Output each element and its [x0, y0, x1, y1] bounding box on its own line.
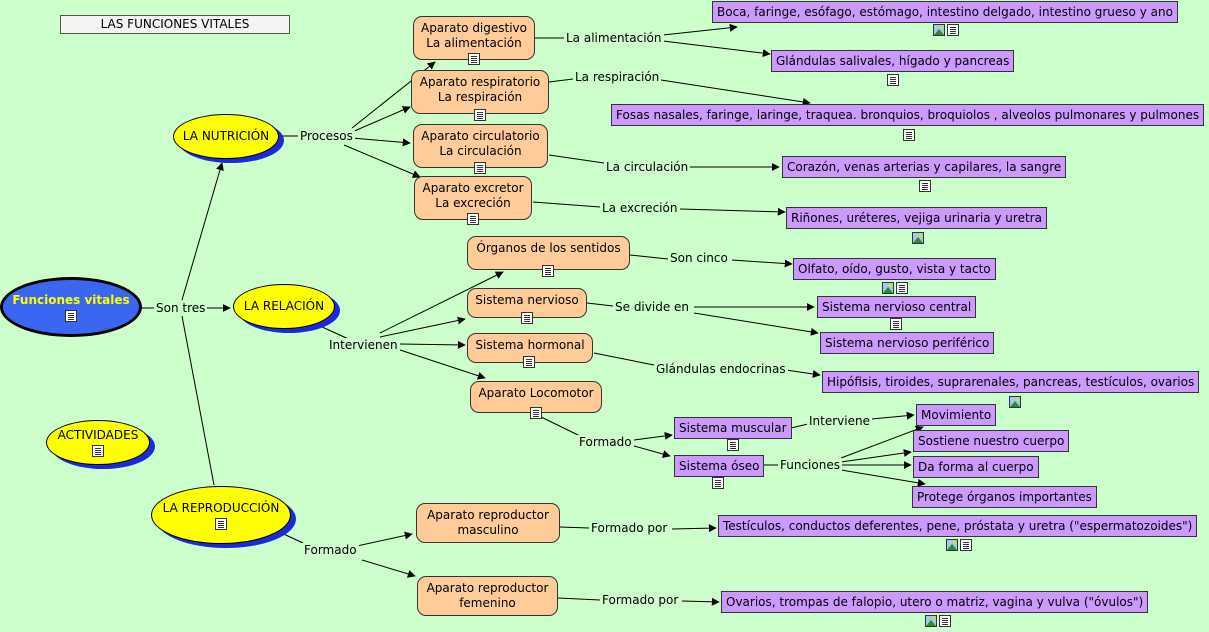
- node-nutricion[interactable]: LA NUTRICIÓN: [173, 114, 279, 159]
- node-reproduccion-label: LA REPRODUCCIÓN: [162, 500, 280, 515]
- node-reproduccion[interactable]: LA REPRODUCCIÓN: [151, 486, 291, 544]
- image-icon[interactable]: [933, 24, 945, 36]
- link-label-son-cinco: Son cinco: [668, 251, 730, 265]
- node-movimiento[interactable]: Movimiento: [916, 404, 997, 426]
- link-label-glandulas-endocrinas: Glándulas endocrinas: [654, 362, 788, 376]
- document-icon[interactable]: [542, 265, 554, 277]
- image-icon[interactable]: [1009, 396, 1021, 408]
- node-label: Aparato excretor: [422, 181, 524, 195]
- document-icon[interactable]: [890, 318, 902, 330]
- link-label-la-alimentacion: La alimentación: [564, 31, 664, 45]
- link-label-formado-reproduccion: Formado: [302, 543, 359, 557]
- image-icon[interactable]: [946, 539, 958, 551]
- document-icon[interactable]: [92, 445, 104, 457]
- node-relacion[interactable]: LA RELACIÓN: [233, 284, 335, 329]
- node-ovarios[interactable]: Ovarios, trompas de falopio, utero o mat…: [721, 591, 1149, 613]
- node-aparato-digestivo[interactable]: Aparato digestivo La alimentación: [413, 16, 535, 60]
- link-label-la-excrecion: La excreción: [600, 201, 680, 215]
- link-label-formado-por-masculino: Formado por: [589, 521, 670, 535]
- link-label-la-respiracion: La respiración: [573, 70, 662, 84]
- document-icon[interactable]: [960, 539, 972, 551]
- node-reproductor-masculino[interactable]: Aparato reproductor masculino: [416, 503, 560, 543]
- node-reproductor-femenino[interactable]: Aparato reproductor femenino: [417, 576, 558, 616]
- node-label: Aparato Locomotor: [478, 386, 594, 400]
- link-label-formado-por-femenino: Formado por: [600, 593, 681, 607]
- link-label-intervienen: Intervienen: [327, 338, 400, 352]
- document-icon[interactable]: [903, 129, 915, 141]
- node-sistema-oseo[interactable]: Sistema óseo: [674, 455, 765, 477]
- node-sistema-muscular[interactable]: Sistema muscular: [674, 417, 792, 439]
- image-icon[interactable]: [925, 615, 937, 627]
- node-snp[interactable]: Sistema nervioso periférico: [820, 332, 995, 354]
- node-boca[interactable]: Boca, faringe, esófago, estómago, intest…: [712, 1, 1178, 23]
- node-actividades-label: ACTIVIDADES: [57, 428, 139, 442]
- node-organos-sentidos[interactable]: Órganos de los sentidos: [467, 236, 630, 270]
- root-label: Funciones vitales: [12, 292, 130, 307]
- node-label: Órganos de los sentidos: [476, 241, 621, 255]
- node-corazon[interactable]: Corazón, venas arterias y capilares, la …: [782, 156, 1067, 178]
- link-label-interviene: Interviene: [807, 414, 872, 428]
- node-aparato-respiratorio[interactable]: Aparato respiratorio La respiración: [411, 70, 549, 114]
- document-icon[interactable]: [712, 477, 724, 489]
- node-sublabel: La excreción: [435, 196, 511, 210]
- root-node[interactable]: Funciones vitales: [0, 277, 142, 337]
- node-sublabel: La respiración: [437, 90, 523, 104]
- node-sostiene-cuerpo[interactable]: Sostiene nuestro cuerpo: [913, 430, 1070, 452]
- document-icon[interactable]: [521, 312, 533, 324]
- node-sublabel: La circulación: [439, 144, 522, 158]
- node-label: Sistema nervioso: [475, 293, 579, 307]
- node-rinones[interactable]: Riñones, uréteres, vejiga urinaria y ure…: [786, 207, 1047, 229]
- node-label: Aparato respiratorio: [419, 75, 541, 89]
- node-label: Aparato circulatorio: [421, 129, 540, 143]
- link-label-formado-locomotor: Formado: [577, 435, 634, 449]
- document-icon[interactable]: [65, 309, 77, 322]
- document-icon[interactable]: [474, 109, 486, 121]
- node-label: Sistema hormonal: [475, 338, 585, 352]
- link-label-se-divide-en: Se divide en: [613, 300, 692, 314]
- node-sublabel: femenino: [459, 596, 516, 610]
- node-nutricion-label: LA NUTRICIÓN: [182, 129, 270, 143]
- node-label: Aparato reproductor: [426, 581, 549, 595]
- link-label-la-circulacion: La circulación: [604, 160, 691, 174]
- document-icon[interactable]: [727, 439, 739, 451]
- node-da-forma[interactable]: Da forma al cuerpo: [913, 456, 1039, 478]
- document-icon[interactable]: [530, 407, 542, 419]
- node-snc[interactable]: Sistema nervioso central: [817, 296, 977, 318]
- node-aparato-excretor[interactable]: Aparato excretor La excreción: [414, 176, 532, 220]
- node-protege-organos[interactable]: Protege órganos importantes: [912, 486, 1097, 508]
- link-label-procesos: Procesos: [298, 129, 355, 143]
- document-icon[interactable]: [887, 74, 899, 86]
- node-aparato-circulatorio[interactable]: Aparato circulatorio La circulación: [413, 124, 548, 168]
- document-icon[interactable]: [523, 356, 535, 368]
- document-icon[interactable]: [939, 615, 951, 627]
- node-actividades[interactable]: ACTIVIDADES: [46, 420, 150, 465]
- node-sublabel: masculino: [457, 523, 519, 537]
- document-icon[interactable]: [474, 162, 486, 174]
- node-olfato[interactable]: Olfato, oído, gusto, vista y tacto: [793, 258, 996, 280]
- document-icon[interactable]: [947, 24, 959, 36]
- node-glandulas-salivales[interactable]: Glándulas salivales, hígado y pancreas: [771, 50, 1015, 72]
- image-icon[interactable]: [912, 232, 924, 244]
- document-icon[interactable]: [896, 282, 908, 294]
- document-icon[interactable]: [215, 517, 227, 530]
- node-label: Aparato digestivo: [420, 21, 527, 35]
- image-icon[interactable]: [882, 282, 894, 294]
- link-label-son-tres: Son tres: [154, 301, 208, 315]
- link-label-funciones: Funciones: [778, 458, 842, 472]
- node-testiculos[interactable]: Testículos, conductos deferentes, pene, …: [718, 515, 1198, 537]
- node-fosas-nasales[interactable]: Fosas nasales, faringe, laringe, traquea…: [611, 104, 1205, 126]
- document-icon[interactable]: [919, 180, 931, 192]
- document-icon[interactable]: [467, 213, 479, 225]
- node-hipofisis[interactable]: Hipófisis, tiroides, suprarenales, pancr…: [822, 371, 1200, 393]
- node-sublabel: La alimentación: [426, 36, 522, 50]
- document-icon[interactable]: [468, 53, 480, 65]
- page-title: LAS FUNCIONES VITALES: [60, 15, 290, 34]
- node-relacion-label: LA RELACIÓN: [243, 299, 325, 313]
- node-label: Aparato reproductor: [427, 508, 549, 522]
